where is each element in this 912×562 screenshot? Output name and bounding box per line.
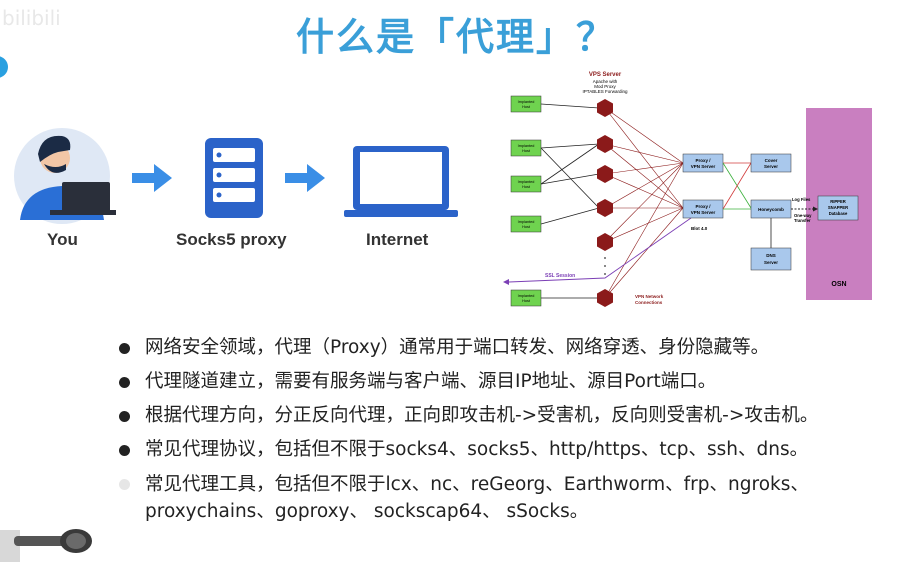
bullet-dot-icon [119,343,130,354]
honeycomb-label: Honeycomb [758,207,784,212]
page-title: 什么是「代理」？ [295,15,616,59]
laptop-icon [344,146,458,217]
svg-text:Implanted: Implanted [518,294,535,298]
microphone-icon [0,529,92,562]
list-item: 网络安全领域，代理（Proxy）通常用于端口转发、网络穿透、身份隐藏等。 [115,335,905,361]
osn-label: OSN [831,281,846,288]
arrow-icon [285,164,325,192]
socks5-proxy-label: Socks5 proxy [176,230,287,249]
list-item: 常见代理协议，包括但不限于socks4、socks5、http/https、tc… [115,437,905,463]
proxy-flow-diagram: You Socks5 proxy Internet [0,120,490,260]
proxy-line1: Proxy / [695,204,711,209]
ripper-line1: RIPPER [830,199,846,204]
bullet-dot-icon [119,377,130,388]
svg-text:Host: Host [522,105,531,109]
internet-label: Internet [366,230,429,249]
log-files-label: Log Files [792,197,811,202]
ripper-line3: Database [829,211,848,216]
bullet-dot-icon [119,411,130,422]
vps-subtitle-1: Apache with [593,79,618,84]
svg-text:Host: Host [522,225,531,229]
user-avatar-icon [14,128,116,224]
arrow-icon [132,164,172,192]
bullet-dot-icon [119,445,130,456]
proxy-vpn-server-2 [682,199,724,219]
dns-line1: DNS [766,253,776,258]
proxy-vpn-server-1 [682,153,724,173]
blot-label: Blot 4.0 [691,226,708,231]
list-item: 根据代理方向，分正反向代理，正向即攻击机->受害机，反向则受害机->攻击机。 [115,403,905,429]
ripper-snapper-database [817,195,859,221]
svg-text:Host: Host [522,299,531,303]
vps-connections [604,107,684,299]
svg-text:Implanted: Implanted [518,100,535,104]
svg-text:Host: Host [522,185,531,189]
proxy-line2: VPN Server [691,210,716,215]
cover-server [750,153,792,173]
ssl-session-label: SSL Session [545,273,575,279]
proxy-line1: Proxy / [695,158,711,163]
dns-line2: Server [764,260,778,265]
list-item: 代理隧道建立，需要有服务端与客户端、源目IP地址、源目Port端口。 [115,369,905,395]
ellipsis-dots [604,257,606,275]
svg-text:Implanted: Implanted [518,220,535,224]
oneway-label: One-way [794,213,812,218]
svg-text:Implanted: Implanted [518,144,535,148]
vps-subtitle-3: IPTABLES Forwarding [583,89,628,94]
svg-text:Host: Host [522,149,531,153]
vpn-network-label: VPN Network [635,294,664,299]
cover-line1: Cover [765,158,778,163]
vpn-connections-label: Connections [635,300,663,305]
arrow-icon [813,206,818,212]
vps-network-diagram: OSN VPS Server Apache with Mod Proxy IPT… [503,72,872,307]
transfer-label: Transfer [794,218,811,223]
server-icon [205,138,263,218]
vps-nodes [597,99,613,307]
ssl-session-line [508,217,692,283]
bullet-dot-icon [119,479,130,490]
ripper-line2: SNAPPER [828,205,848,210]
vps-subtitle-2: Mod Proxy [594,84,616,89]
you-label: You [47,230,78,249]
vps-server-title: VPS Server [589,72,622,78]
arrow-icon [503,279,509,285]
implanted-hosts [510,95,542,307]
list-item: 常见代理工具，包括但不限于lcx、nc、reGeorg、Earthworm、fr… [115,471,905,525]
dns-server [750,247,792,271]
proxy-line2: VPN Server [691,164,716,169]
bilibili-watermark: bilibili [2,6,61,30]
proxy-flow-graphics [14,128,458,224]
svg-text:Implanted: Implanted [518,180,535,184]
host-connections [540,103,600,299]
cover-line2: Server [764,164,778,169]
decorative-dot [0,56,8,78]
proxy-routing-lines [722,162,772,248]
bullet-list: 网络安全领域，代理（Proxy）通常用于端口转发、网络穿透、身份隐藏等。 代理隧… [115,335,905,533]
